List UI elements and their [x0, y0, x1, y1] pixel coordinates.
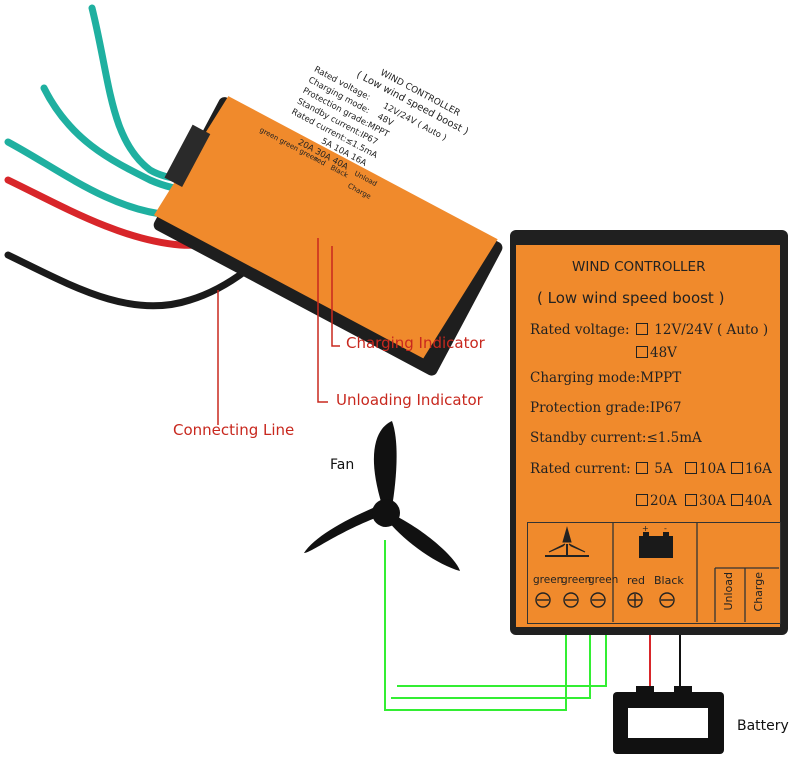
terminal-block	[527, 522, 781, 624]
terminal-label-green-3: green	[588, 574, 619, 586]
current-10a-text: 10A	[699, 461, 726, 477]
current-option-40a: 40A	[731, 493, 772, 509]
checkbox-icon	[636, 323, 648, 335]
unloading-indicator-line	[317, 238, 328, 403]
battery-label: Battery	[737, 718, 789, 734]
rated-current-label: Rated current:	[530, 461, 631, 477]
terminal-label-green-2: green	[561, 574, 592, 586]
current-40a-text: 40A	[745, 493, 772, 509]
svg-text:+: +	[642, 524, 649, 533]
controller-face	[516, 245, 780, 627]
controller-subtitle: ( Low wind speed boost )	[537, 289, 725, 307]
charging-indicator-line	[331, 246, 340, 347]
current-option-30a: 30A	[685, 493, 726, 509]
checkbox-icon	[636, 462, 648, 474]
terminal-label-black: Black	[654, 574, 684, 587]
battery-shape	[613, 686, 724, 754]
battery-icon: + -	[639, 524, 673, 558]
checkbox-icon	[731, 494, 743, 506]
terminal-block-graphics: + -	[535, 522, 779, 622]
controller-title: WIND CONTROLLER	[572, 259, 706, 275]
fan-shape	[304, 421, 460, 571]
terminal-label-red: red	[627, 574, 646, 587]
terminal-screws	[535, 592, 675, 608]
terminal-label-unload: Unload	[722, 572, 735, 611]
current-5a-text: 5A	[654, 461, 673, 477]
terminal-label-charge: Charge	[752, 572, 765, 612]
terminal-label-green-1: green	[533, 574, 564, 586]
voltage-option-2-text: 48V	[650, 345, 677, 361]
voltage-option-1-text: 12V/24V ( Auto )	[654, 322, 769, 338]
fan-connection-lines	[384, 540, 607, 711]
voltage-option-2: 48V	[636, 345, 677, 361]
fan-label: Fan	[330, 457, 355, 473]
wind-turbine-icon	[545, 526, 589, 557]
current-option-5a: 5A	[636, 461, 673, 477]
current-option-20a: 20A	[636, 493, 677, 509]
current-option-16a: 16A	[731, 461, 772, 477]
protection-grade: Protection grade:IP67	[530, 400, 682, 416]
checkbox-icon	[685, 494, 697, 506]
svg-text:-: -	[664, 524, 667, 533]
small-controller	[153, 96, 503, 376]
unloading-indicator-label: Unloading Indicator	[336, 391, 483, 409]
voltage-option-1: 12V/24V ( Auto )	[636, 322, 768, 338]
charging-mode: Charging mode:MPPT	[530, 370, 682, 386]
charging-indicator-label: Charging Indicator	[346, 334, 485, 352]
connecting-line-label: Connecting Line	[173, 421, 295, 439]
current-20a-text: 20A	[650, 493, 677, 509]
checkbox-icon	[685, 462, 697, 474]
checkbox-icon	[731, 462, 743, 474]
checkbox-icon	[636, 494, 648, 506]
current-option-10a: 10A	[685, 461, 726, 477]
rated-voltage-label: Rated voltage:	[530, 322, 630, 338]
checkbox-icon	[636, 346, 648, 358]
standby-current: Standby current:≤1.5mA	[530, 430, 702, 446]
current-16a-text: 16A	[745, 461, 772, 477]
current-30a-text: 30A	[699, 493, 726, 509]
